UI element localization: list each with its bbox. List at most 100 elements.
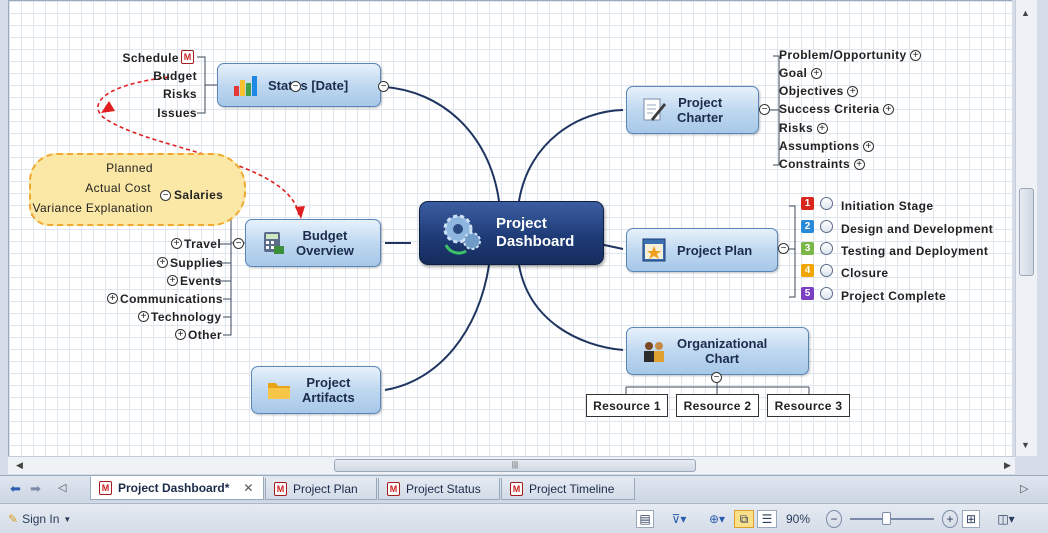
back-arrow-icon[interactable]: ⬅	[10, 481, 21, 496]
central-title-line1: Project	[496, 215, 547, 232]
status-bar: ✎ Sign In ▼ ▤ ⊽▾ ⊕▾ ⧉ ☰ 90% − + ⊞ ◫▾	[0, 503, 1048, 533]
tab-project-status[interactable]: M Project Status	[378, 478, 500, 500]
horizontal-scrollbar[interactable]: ◀ ||| ▶	[8, 456, 1015, 474]
tab-label: Project Timeline	[529, 481, 615, 496]
people-icon	[644, 342, 664, 362]
status-topic-label: Status [Date]	[268, 77, 349, 93]
scroll-right-icon[interactable]: ▶	[1004, 460, 1011, 470]
charter-child-risks[interactable]: Risks +	[779, 121, 828, 135]
status-child-risks[interactable]: Risks	[162, 87, 197, 101]
budget-child-supplies[interactable]: Supplies	[170, 256, 224, 270]
charter-child-assumptions[interactable]: Assumptions +	[779, 139, 875, 153]
collapse-charter-icon[interactable]: −	[759, 104, 770, 115]
stage-1-label: Initiation Stage	[841, 199, 934, 213]
vertical-scroll-thumb[interactable]	[1019, 188, 1034, 276]
zoom-slider[interactable]	[850, 510, 934, 528]
stage-2-label: Design and Development	[841, 222, 994, 236]
budget-child-salaries[interactable]: Salaries	[174, 188, 224, 202]
expand-supplies-icon[interactable]: +	[157, 257, 168, 268]
zoom-level: 90%	[785, 512, 811, 526]
mindmap-file-icon: M	[274, 481, 287, 496]
filter-icon[interactable]: ⊽▾	[671, 512, 687, 526]
tab-project-timeline[interactable]: M Project Timeline	[501, 478, 635, 500]
tab-scroll-right-icon[interactable]: ▷	[1020, 483, 1029, 495]
collapse-status-left-icon[interactable]: −	[290, 81, 301, 92]
plan-topic-label: Project Plan	[677, 242, 753, 258]
mindmap-canvas[interactable]: Project Dashboard Status [Date] − − Sche…	[8, 0, 1012, 456]
collapse-budget-icon[interactable]: −	[233, 238, 244, 249]
stage-1-number-icon: 1	[801, 197, 814, 210]
budget-child-communications[interactable]: Communications	[120, 292, 223, 306]
layout-map-icon[interactable]: ⧉	[734, 510, 754, 528]
tab-project-plan[interactable]: M Project Plan	[265, 478, 377, 500]
scroll-down-icon[interactable]: ▼	[1021, 440, 1030, 450]
stage-5-progress-icon[interactable]	[820, 287, 833, 300]
relationship-link[interactable]	[97, 76, 300, 216]
panel-toggle-icon[interactable]: ◫▾	[997, 512, 1015, 526]
tab-project-dashboard[interactable]: M Project Dashboard* ✕	[90, 476, 264, 500]
scroll-left-icon[interactable]: ◀	[16, 460, 23, 470]
org-topic-label-2: Chart	[705, 351, 740, 366]
salaries-boundary[interactable]	[29, 153, 246, 226]
budget-child-events[interactable]: Events	[180, 274, 222, 288]
budget-child-technology[interactable]: Technology	[151, 310, 222, 324]
artifacts-topic[interactable]: Project Artifacts	[251, 366, 381, 414]
fit-map-icon[interactable]: ⊞	[962, 510, 980, 528]
tab-label: Project Status	[406, 481, 481, 496]
charter-topic[interactable]: Project Charter	[626, 86, 759, 134]
collapse-salaries-icon[interactable]: −	[160, 190, 171, 201]
budget-topic-label-2: Overview	[296, 243, 354, 258]
charter-child-goal[interactable]: Goal +	[779, 66, 823, 80]
stage-2-progress-icon[interactable]	[820, 220, 833, 233]
org-topic[interactable]: Organizational Chart	[626, 327, 809, 375]
forward-arrow-icon[interactable]: ➡	[30, 481, 41, 496]
vertical-scrollbar[interactable]: ▲ ▼	[1015, 0, 1037, 456]
collapse-org-icon[interactable]: −	[711, 372, 722, 383]
zoom-slider-thumb[interactable]	[882, 512, 891, 525]
charter-child-objectives[interactable]: Objectives +	[779, 84, 859, 98]
resource-1[interactable]: Resource 1	[586, 394, 668, 417]
view-icon[interactable]: ▤	[636, 510, 654, 528]
calculator-icon	[264, 232, 284, 254]
charter-child-problem[interactable]: Problem/Opportunity +	[779, 48, 922, 62]
expand-travel-icon[interactable]: +	[171, 238, 182, 249]
outline-view-icon[interactable]: ☰	[757, 510, 777, 528]
plan-topic[interactable]: Project Plan	[626, 228, 778, 272]
status-child-schedule[interactable]: Schedule	[122, 51, 179, 65]
status-child-budget[interactable]: Budget	[153, 69, 197, 83]
budget-child-travel[interactable]: Travel	[184, 237, 222, 251]
expand-technology-icon[interactable]: +	[138, 311, 149, 322]
expand-communications-icon[interactable]: +	[107, 293, 118, 304]
org-topic-label-1: Organizational	[677, 336, 768, 351]
zoom-in-icon[interactable]: +	[942, 510, 958, 528]
salaries-child-actual[interactable]: Actual Cost	[85, 181, 151, 195]
zoom-out-icon[interactable]: −	[826, 510, 842, 528]
horizontal-scroll-thumb[interactable]: |||	[334, 459, 696, 472]
mindmap-file-icon[interactable]: M	[181, 50, 194, 64]
stage-5-number-icon: 5	[801, 287, 814, 300]
resource-2[interactable]: Resource 2	[676, 394, 759, 417]
stage-1-progress-icon[interactable]	[820, 197, 833, 210]
focus-icon[interactable]: ⊕▾	[708, 512, 726, 526]
expand-other-icon[interactable]: +	[175, 329, 186, 340]
resource-3[interactable]: Resource 3	[767, 394, 850, 417]
stage-3-progress-icon[interactable]	[820, 242, 833, 255]
salaries-child-planned[interactable]: Planned	[106, 161, 153, 175]
central-topic[interactable]: Project Dashboard	[419, 201, 604, 265]
tab-scroll-left-icon[interactable]: ◁	[58, 482, 67, 494]
collapse-plan-icon[interactable]: −	[778, 243, 789, 254]
expand-events-icon[interactable]: +	[167, 275, 178, 286]
charter-child-constraints[interactable]: Constraints +	[779, 157, 865, 171]
charter-topic-label-1: Project	[678, 95, 723, 110]
artifacts-topic-label-1: Project	[306, 375, 351, 390]
close-tab-icon[interactable]: ✕	[243, 481, 254, 495]
salaries-child-variance[interactable]: Variance Explanation	[32, 201, 153, 215]
budget-child-other[interactable]: Other	[188, 328, 223, 342]
scroll-up-icon[interactable]: ▲	[1021, 8, 1030, 18]
stage-4-progress-icon[interactable]	[820, 264, 833, 277]
collapse-status-icon[interactable]: −	[378, 81, 389, 92]
sign-in-button[interactable]: ✎ Sign In ▼	[8, 510, 78, 528]
status-child-issues[interactable]: Issues	[157, 106, 197, 120]
charter-child-success[interactable]: Success Criteria +	[779, 102, 895, 116]
budget-topic[interactable]: Budget Overview	[245, 219, 381, 267]
